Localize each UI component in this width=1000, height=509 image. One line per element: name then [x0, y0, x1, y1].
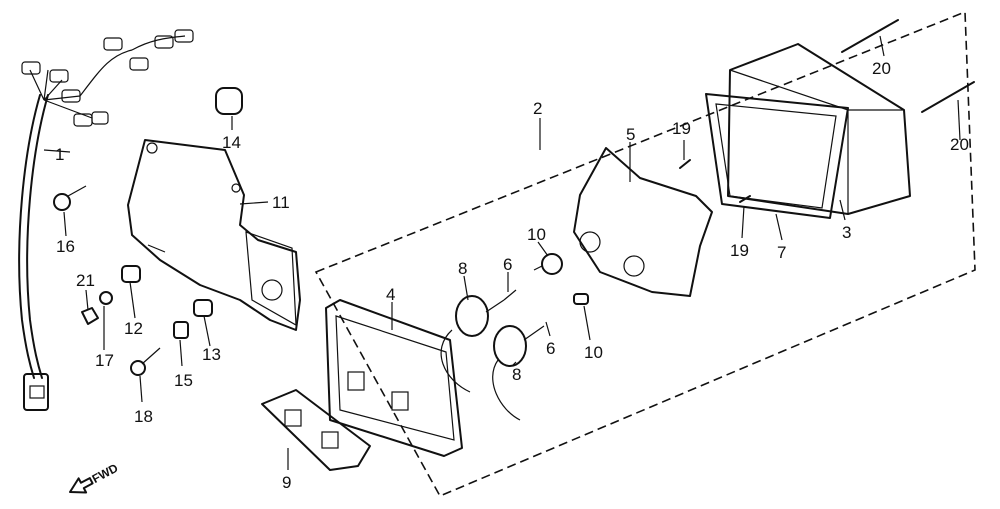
callout-15: 15	[174, 371, 193, 390]
callout-21: 21	[76, 271, 95, 290]
bulb-small	[573, 293, 589, 305]
headlight-bracket	[127, 139, 301, 331]
spacer-sleeve	[173, 321, 189, 339]
callout-10-lower: 10	[584, 343, 603, 362]
rubber-mount	[193, 299, 213, 317]
callout-13: 13	[202, 345, 221, 364]
callout-10-upper: 10	[527, 225, 546, 244]
collar-nut	[121, 265, 141, 283]
wire-harness	[18, 29, 194, 411]
callout-20-lower: 20	[950, 135, 969, 154]
callout-8-lower: 8	[512, 365, 521, 384]
callout-2: 2	[533, 99, 542, 118]
clip-nut	[81, 307, 99, 325]
callout-6-upper: 6	[503, 255, 512, 274]
callout-1: 1	[55, 145, 64, 164]
indicator-panel	[261, 389, 371, 471]
callout-16: 16	[56, 237, 75, 256]
assembly-outline	[314, 10, 976, 498]
mounting-bolt	[53, 185, 87, 211]
fwd-arrow: FWD	[69, 461, 121, 494]
callout-11: 11	[272, 193, 290, 212]
rubber-grommet	[215, 87, 243, 115]
callout-19-upper: 19	[672, 119, 691, 138]
gasket-frame	[705, 93, 849, 219]
bulb-large	[533, 253, 563, 275]
leader-lines	[43, 35, 961, 470]
callout-5: 5	[626, 125, 635, 144]
bulb-socket-upper	[440, 289, 517, 393]
reflector	[573, 147, 713, 297]
lens	[727, 43, 911, 215]
callout-3: 3	[842, 223, 851, 242]
callout-7: 7	[777, 243, 786, 262]
headlight-housing	[325, 299, 463, 457]
callout-18: 18	[134, 407, 153, 426]
washer	[99, 291, 113, 305]
screw-upper	[679, 159, 691, 169]
callout-20-upper: 20	[872, 59, 891, 78]
callout-17: 17	[95, 351, 114, 370]
callout-6-lower: 6	[546, 339, 555, 358]
screw	[130, 347, 161, 376]
callout-8-upper: 8	[458, 259, 467, 278]
callout-9: 9	[282, 473, 291, 492]
callout-14: 14	[222, 133, 241, 152]
callout-12: 12	[124, 319, 143, 338]
long-screw-upper	[841, 19, 899, 53]
callout-4: 4	[386, 285, 395, 304]
bulb-socket-lower	[492, 325, 545, 421]
long-screw-lower	[921, 81, 975, 113]
fwd-arrow-label: FWD	[90, 461, 121, 486]
callout-19-lower: 19	[730, 241, 749, 260]
